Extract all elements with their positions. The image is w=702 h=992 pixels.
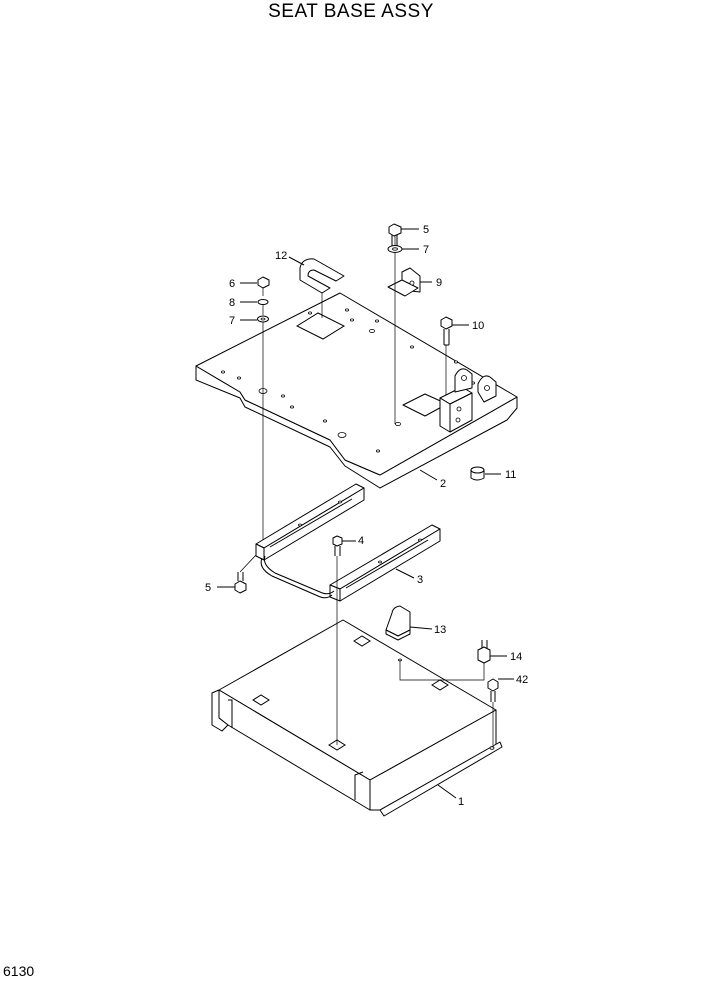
- callout-10: 10: [472, 320, 484, 332]
- diagram-title: SEAT BASE ASSY: [268, 1, 434, 22]
- bolt-part-42: [487, 678, 499, 692]
- callout-13: 13: [434, 624, 446, 636]
- assembly-lines: [239, 236, 494, 745]
- seat-rails-part-3: [255, 483, 441, 602]
- bolt-part-14: [477, 646, 491, 664]
- callout-4: 4: [358, 535, 364, 547]
- callout-42: 42: [516, 674, 528, 686]
- callout-7b: 7: [229, 315, 235, 327]
- callout-leaders: [217, 228, 514, 799]
- bolt-part-4: [332, 535, 343, 547]
- lock-washer-part-8: [257, 299, 269, 305]
- nut-part-6: [257, 276, 270, 289]
- callout-2: 2: [440, 478, 446, 490]
- callout-1: 1: [458, 796, 464, 808]
- seat-plate-part-2: [195, 292, 518, 489]
- callout-3: 3: [417, 574, 423, 586]
- callout-11: 11: [505, 469, 516, 481]
- callout-6: 6: [229, 278, 235, 290]
- bolt-part-5b: [234, 580, 247, 594]
- callout-14: 14: [510, 651, 522, 663]
- u-bracket-part-12: [299, 258, 345, 294]
- callout-5b: 5: [205, 582, 211, 594]
- hardware: [234, 223, 499, 702]
- callout-12: 12: [275, 250, 287, 262]
- callout-9: 9: [436, 277, 442, 289]
- page-number: 6130: [3, 963, 35, 979]
- callout-8: 8: [229, 297, 235, 309]
- callout-labels: 5 7 9 12 6 8 7 10 2 11 4 3 5 13 14 42 1: [205, 224, 528, 808]
- bolt-part-5: [388, 223, 402, 237]
- callout-7: 7: [423, 244, 429, 256]
- callout-5: 5: [423, 224, 429, 236]
- bolt-part-10: [440, 316, 453, 330]
- seat-base-frame-part-1: [211, 619, 503, 817]
